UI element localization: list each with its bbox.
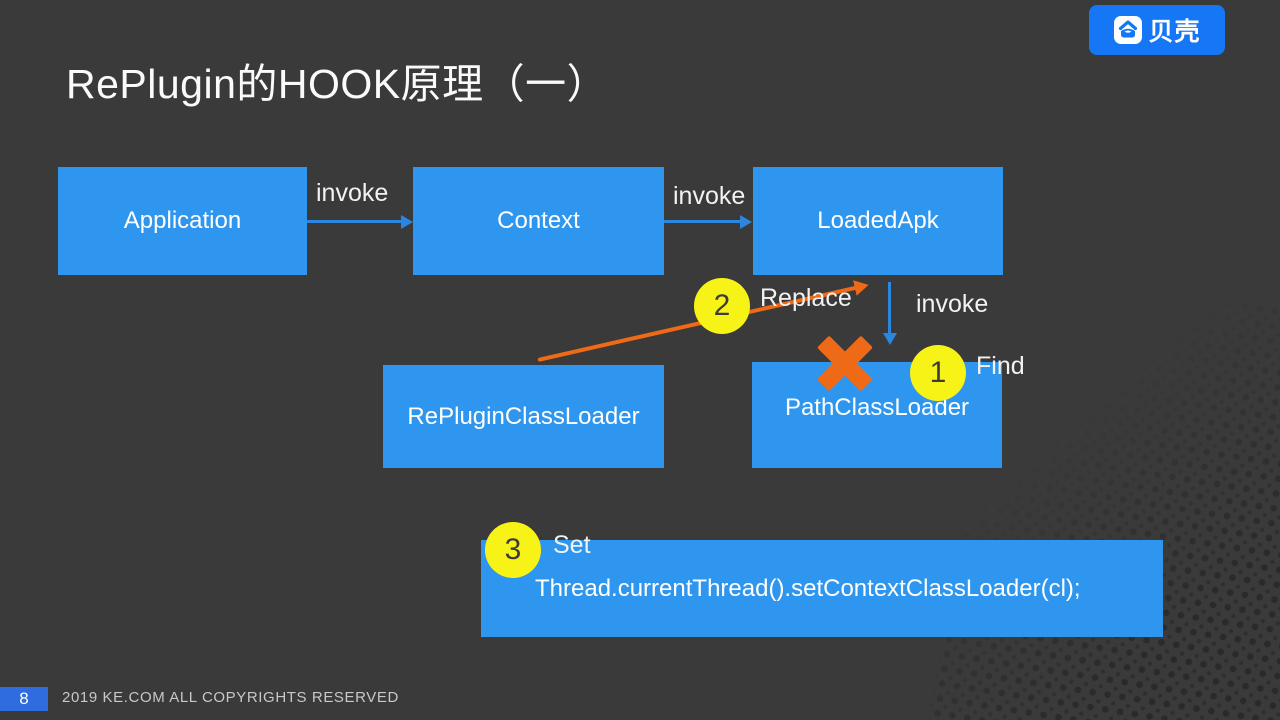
arrow-application-to-context	[307, 220, 402, 223]
edge-label-invoke-2: invoke	[673, 182, 746, 210]
diagram-box-loadedapk: LoadedApk	[753, 167, 1003, 275]
logo-text: 贝壳	[1148, 18, 1201, 46]
step-label-set: Set	[553, 531, 591, 559]
step-badge-3: 3	[485, 522, 541, 578]
diagram-box-context: Context	[413, 167, 664, 275]
step-number-1: 1	[929, 356, 947, 389]
edge-label-invoke-1: invoke	[316, 179, 389, 207]
arrow-loadedapk-to-pathclassloader	[888, 282, 891, 334]
box-label-loadedapk: LoadedApk	[817, 207, 939, 234]
edge-label-invoke-3: invoke	[916, 290, 989, 318]
diagram-box-code: Thread.currentThread().setContextClassLo…	[481, 540, 1163, 637]
diagram-box-repluginclassloader: RePluginClassLoader	[383, 365, 664, 468]
page-number-badge: 8	[0, 687, 48, 711]
box-label-application: Application	[123, 207, 242, 234]
box-label-repluginclassloader: RePluginClassLoader	[407, 402, 640, 430]
step-badge-1: 1	[910, 345, 966, 401]
halftone-dots-decoration	[923, 260, 1280, 720]
diagram-box-application: Application	[58, 167, 307, 275]
step-label-replace: Replace	[760, 284, 852, 312]
box-label-context: Context	[497, 207, 580, 234]
step-badge-2: 2	[694, 278, 750, 334]
page-number: 8	[19, 689, 29, 708]
beike-house-icon	[1113, 15, 1143, 45]
slide-title: RePlugin的HOOK原理（一）	[66, 61, 609, 107]
arrow-context-to-loadedapk	[664, 220, 741, 223]
step-number-2: 2	[713, 289, 731, 322]
step-label-find: Find	[976, 352, 1025, 380]
copyright-text: 2019 KE.COM ALL COPYRIGHTS RESERVED	[62, 689, 399, 706]
code-line: Thread.currentThread().setContextClassLo…	[535, 574, 1081, 602]
beike-logo: 贝壳	[1089, 5, 1225, 55]
step-number-3: 3	[504, 533, 522, 566]
cross-out-x-icon	[815, 333, 875, 393]
